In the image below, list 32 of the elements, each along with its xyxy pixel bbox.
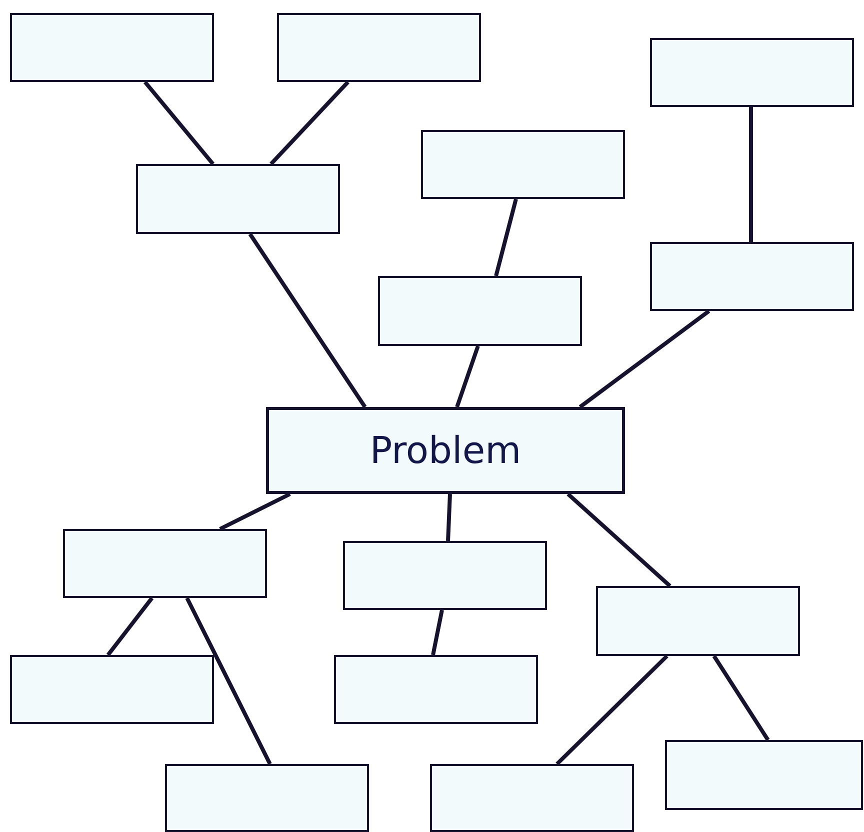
connector-line: [749, 107, 753, 242]
connector-line: [446, 494, 452, 542]
connector-line: [185, 597, 272, 765]
connector-line: [143, 80, 215, 166]
connector-line: [566, 492, 672, 588]
empty-box: [665, 740, 863, 810]
connector-line: [712, 654, 770, 742]
connector-line: [494, 198, 518, 276]
connector-line: [455, 345, 480, 408]
empty-box: [334, 655, 538, 724]
empty-box: [165, 764, 369, 832]
empty-box: [343, 541, 547, 610]
node-label: Problem: [370, 429, 522, 472]
connector-line: [248, 232, 367, 408]
connector-line: [106, 596, 154, 656]
empty-box: [10, 655, 214, 724]
empty-box: [596, 586, 800, 656]
empty-box: [650, 38, 854, 107]
connector-line: [431, 610, 444, 656]
empty-box: [421, 130, 625, 199]
connector-line: [270, 80, 350, 166]
empty-box: [277, 13, 481, 82]
connector-line: [578, 309, 710, 409]
empty-box: [430, 764, 634, 832]
empty-box: [136, 164, 340, 234]
empty-box: [10, 13, 214, 82]
empty-box: [378, 276, 582, 346]
empty-box: [650, 242, 854, 311]
connector-line: [219, 492, 291, 531]
problem-box: [266, 407, 625, 494]
empty-box: [63, 529, 267, 598]
connector-line: [556, 654, 668, 766]
